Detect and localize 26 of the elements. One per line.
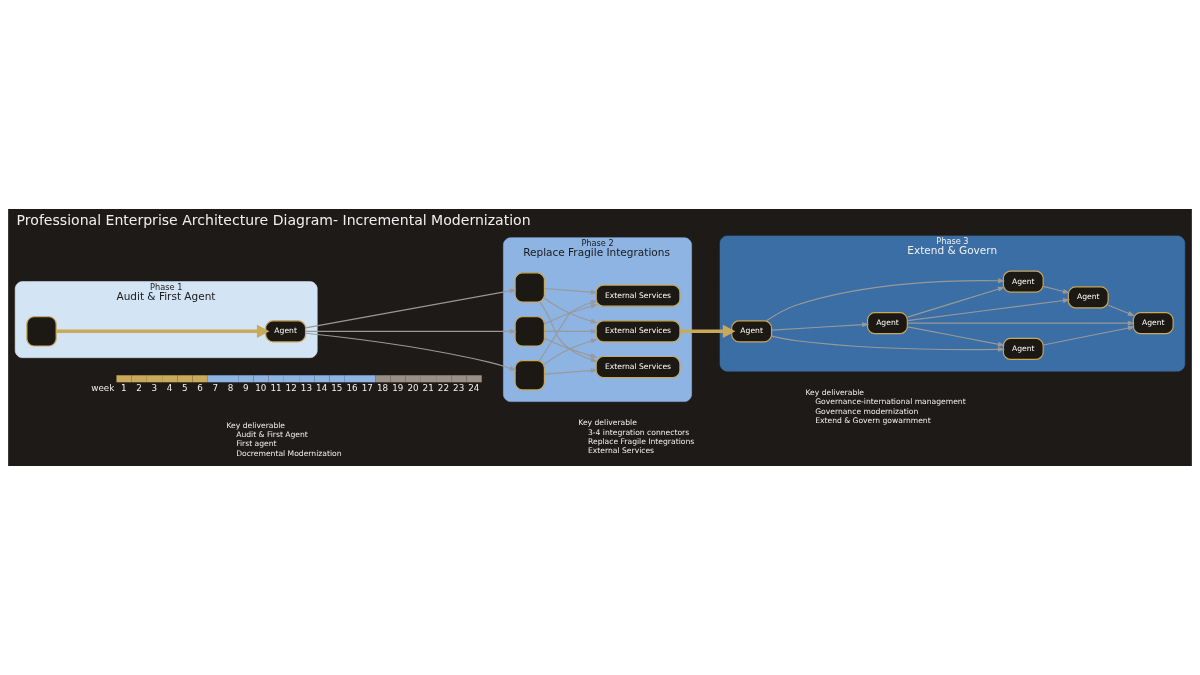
label: 12 — [285, 383, 297, 394]
diagram-title: Professional Enterprise Architecture Diagram- Incremental Modernization — [16, 211, 531, 228]
label: 19 — [392, 383, 404, 394]
label: 16 — [346, 383, 358, 394]
label: 2 — [136, 383, 142, 394]
label: 7 — [212, 383, 219, 394]
label: week — [91, 383, 115, 394]
label: 21 — [422, 383, 434, 394]
label: 14 — [316, 383, 328, 394]
label: 5 — [182, 383, 188, 394]
label: 10 — [255, 383, 267, 394]
label: 11 — [270, 383, 282, 394]
label: 6 — [197, 383, 203, 394]
label: 13 — [300, 383, 313, 394]
label: 20 — [407, 383, 419, 394]
label: 9 — [242, 383, 249, 394]
label: 1 — [121, 383, 127, 394]
label: 15 — [331, 383, 343, 394]
label: 24 — [468, 383, 480, 394]
label: 17 — [361, 383, 373, 394]
label: 22 — [437, 383, 449, 394]
label: 3 — [151, 383, 158, 394]
label: 23 — [453, 383, 465, 394]
label: 8 — [227, 383, 234, 394]
label: 4 — [166, 383, 173, 394]
label: 18 — [376, 383, 389, 394]
